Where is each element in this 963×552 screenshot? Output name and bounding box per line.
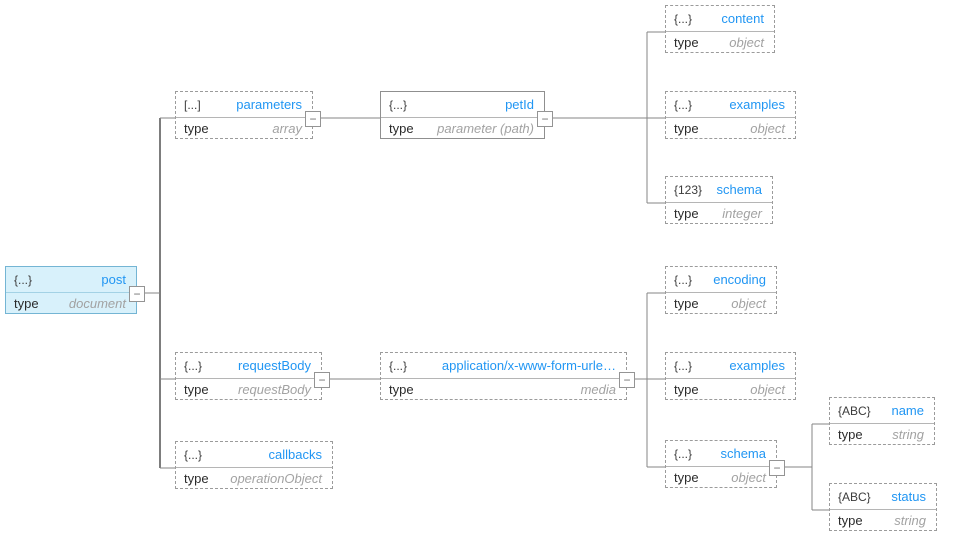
object-icon: {...}: [674, 11, 693, 26]
object-icon: {...}: [184, 447, 203, 462]
collapse-toggle[interactable]: −: [769, 460, 785, 476]
node-title: content: [721, 11, 764, 26]
type-label: type: [14, 295, 39, 311]
collapse-toggle[interactable]: −: [619, 372, 635, 388]
collapse-toggle[interactable]: −: [305, 111, 321, 127]
node-petid[interactable]: {...} petId type parameter (path) −: [380, 91, 553, 139]
type-value: requestBody: [238, 381, 311, 397]
type-value: object: [731, 295, 766, 311]
integer-icon: {123}: [674, 182, 703, 197]
node-status[interactable]: {ABC} status type string: [829, 483, 937, 531]
minus-icon: −: [318, 373, 326, 387]
type-value: integer: [722, 205, 762, 221]
string-icon: {ABC}: [838, 403, 871, 418]
node-title: name: [891, 403, 924, 418]
type-label: type: [674, 295, 699, 311]
node-title: encoding: [713, 272, 766, 287]
node-title: schema: [720, 446, 766, 461]
type-label: type: [389, 120, 414, 136]
string-icon: {ABC}: [838, 489, 871, 504]
type-label: type: [674, 120, 699, 136]
node-content[interactable]: {...} content type object: [665, 5, 775, 53]
collapse-toggle[interactable]: −: [314, 372, 330, 388]
object-icon: {...}: [184, 358, 203, 373]
node-requestbody[interactable]: {...} requestBody type requestBody −: [175, 352, 330, 400]
node-post[interactable]: {...} post type document −: [5, 266, 145, 314]
node-schema-object[interactable]: {...} schema type object −: [665, 440, 785, 488]
type-value: parameter (path): [437, 120, 534, 136]
object-icon: {...}: [674, 97, 693, 112]
type-value: object: [729, 34, 764, 50]
node-name[interactable]: {ABC} name type string: [829, 397, 935, 445]
type-label: type: [838, 512, 863, 528]
node-encoding[interactable]: {...} encoding type object: [665, 266, 777, 314]
node-parameters[interactable]: [...] parameters type array −: [175, 91, 321, 139]
array-icon: [...]: [184, 97, 201, 112]
type-value: operationObject: [230, 470, 322, 486]
node-title: parameters: [236, 97, 302, 112]
type-label: type: [674, 34, 699, 50]
node-title: examples: [729, 358, 785, 373]
object-icon: {...}: [674, 446, 693, 461]
minus-icon: −: [541, 112, 549, 126]
node-callbacks[interactable]: {...} callbacks type operationObject: [175, 441, 333, 489]
type-label: type: [184, 381, 209, 397]
type-label: type: [674, 205, 699, 221]
collapse-toggle[interactable]: −: [129, 286, 145, 302]
minus-icon: −: [309, 112, 317, 126]
type-value: object: [731, 469, 766, 485]
object-icon: {...}: [674, 358, 693, 373]
type-value: array: [272, 120, 302, 136]
node-title: schema: [716, 182, 762, 197]
node-title: application/x-www-form-urle…: [441, 358, 616, 373]
node-examples-2[interactable]: {...} examples type object: [665, 352, 796, 400]
node-title: callbacks: [268, 447, 322, 462]
collapse-toggle[interactable]: −: [537, 111, 553, 127]
type-label: type: [674, 469, 699, 485]
node-examples[interactable]: {...} examples type object: [665, 91, 796, 139]
minus-icon: −: [773, 461, 781, 475]
type-value: string: [894, 512, 926, 528]
object-icon: {...}: [389, 97, 408, 112]
node-title: petId: [505, 97, 534, 112]
node-title: post: [101, 272, 126, 287]
type-label: type: [184, 120, 209, 136]
object-icon: {...}: [14, 272, 33, 287]
node-title: examples: [729, 97, 785, 112]
type-label: type: [184, 470, 209, 486]
type-value: document: [68, 295, 126, 311]
type-label: type: [674, 381, 699, 397]
minus-icon: −: [623, 373, 631, 387]
type-label: type: [389, 381, 414, 397]
node-media-type[interactable]: {...} application/x-www-form-urle… type …: [380, 352, 635, 400]
node-schema-integer[interactable]: {123} schema type integer: [665, 176, 773, 224]
node-title: requestBody: [238, 358, 311, 373]
type-label: type: [838, 426, 863, 442]
type-value: media: [580, 381, 616, 397]
type-value: object: [750, 381, 785, 397]
object-icon: {...}: [674, 272, 693, 287]
node-title: status: [891, 489, 926, 504]
type-value: object: [750, 120, 785, 136]
minus-icon: −: [133, 287, 141, 301]
object-icon: {...}: [389, 358, 408, 373]
type-value: string: [892, 426, 924, 442]
